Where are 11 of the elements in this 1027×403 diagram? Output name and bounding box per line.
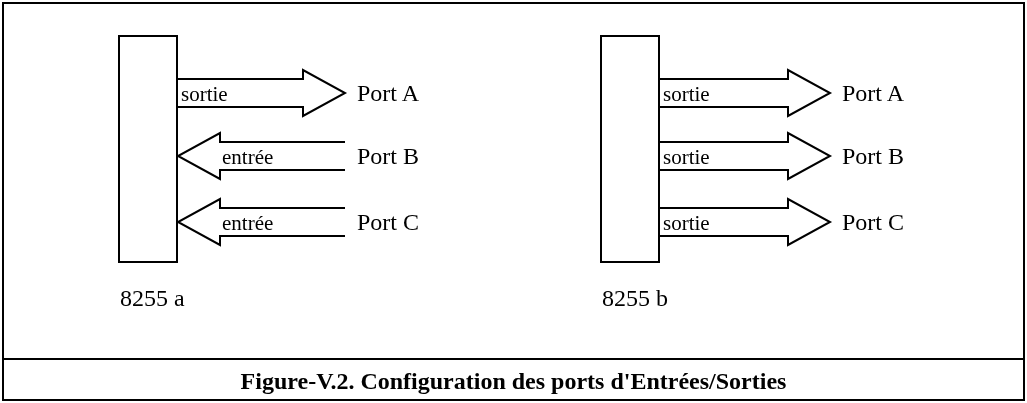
chip-name: 8255 b: [602, 284, 668, 313]
chip-name: 8255 a: [120, 284, 185, 313]
port-label: Port B: [345, 141, 455, 171]
port-label: Port A: [345, 78, 455, 108]
port-label: Port C: [830, 207, 940, 237]
chip-box: [600, 35, 660, 263]
figure-caption: Figure-V.2. Configuration des ports d'Entrées/Sorties: [239, 367, 788, 396]
chip-box: [118, 35, 178, 263]
port-label: Port B: [830, 141, 940, 171]
port-label: Port C: [345, 207, 455, 237]
port-label: Port A: [830, 78, 940, 108]
